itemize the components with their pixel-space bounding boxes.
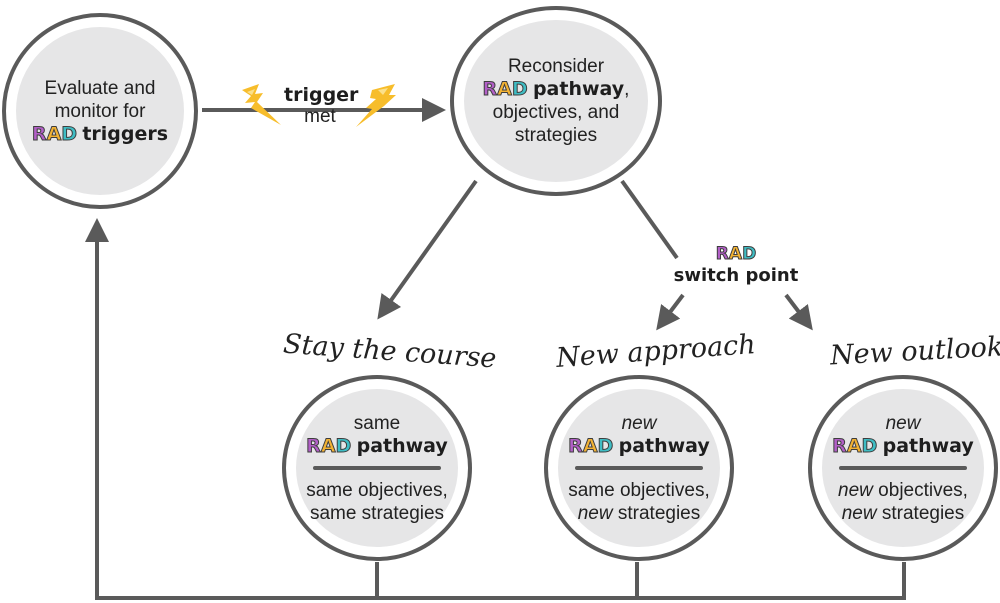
lightning-bolt-icon bbox=[242, 84, 281, 125]
evaluate-line-2: monitor for bbox=[54, 100, 146, 122]
node-evaluate: Evaluate and monitor for RAD triggers bbox=[2, 13, 198, 209]
node-new-outlook: new RAD pathway new objectives, new stra… bbox=[808, 375, 998, 561]
trigger-met-label: trigger met bbox=[284, 84, 359, 127]
node-reconsider: Reconsider RAD pathway, objectives, and … bbox=[450, 6, 662, 196]
node-new-approach: new RAD pathway same objectives, new str… bbox=[544, 375, 734, 561]
evaluate-bold: triggers bbox=[82, 122, 169, 145]
reconsider-bold: pathway bbox=[532, 78, 625, 100]
arrow-switch-to-approach bbox=[656, 293, 685, 331]
rad-logo: RAD bbox=[306, 434, 352, 457]
rad-logo: RAD bbox=[832, 434, 878, 457]
rad-logo: RAD bbox=[568, 434, 614, 457]
feedback-loop-line bbox=[85, 218, 379, 600]
line-reconsider-to-switch bbox=[620, 179, 679, 260]
evaluate-line-3: RAD triggers bbox=[31, 122, 169, 146]
rad-logo: RAD bbox=[31, 122, 78, 145]
reconsider-line-4: strategies bbox=[514, 125, 598, 146]
node-reconsider-fill: Reconsider RAD pathway, objectives, and … bbox=[464, 20, 648, 182]
arrow-reconsider-to-stay bbox=[377, 179, 478, 320]
rad-logo: RAD bbox=[715, 244, 757, 265]
node-stay-fill: same RAD pathway same objectives, same s… bbox=[296, 389, 458, 547]
divider bbox=[313, 465, 441, 470]
node-stay-the-course: same RAD pathway same objectives, same s… bbox=[282, 375, 472, 561]
divider bbox=[839, 465, 967, 470]
reconsider-line-2: RAD pathway, bbox=[482, 78, 630, 101]
evaluate-line-1: Evaluate and bbox=[44, 77, 156, 99]
lightning-bolt-icon bbox=[356, 84, 396, 127]
rad-logo: RAD bbox=[482, 78, 528, 101]
switch-point-label: RAD switch point bbox=[652, 243, 820, 287]
divider bbox=[575, 465, 703, 470]
arrow-switch-to-outlook bbox=[784, 293, 813, 331]
node-approach-fill: new RAD pathway same objectives, new str… bbox=[558, 389, 720, 547]
node-outlook-fill: new RAD pathway new objectives, new stra… bbox=[822, 389, 984, 547]
reconsider-line-1: Reconsider bbox=[507, 56, 605, 77]
reconsider-line-3: objectives, and bbox=[492, 102, 620, 123]
node-evaluate-fill: Evaluate and monitor for RAD triggers bbox=[16, 27, 184, 195]
